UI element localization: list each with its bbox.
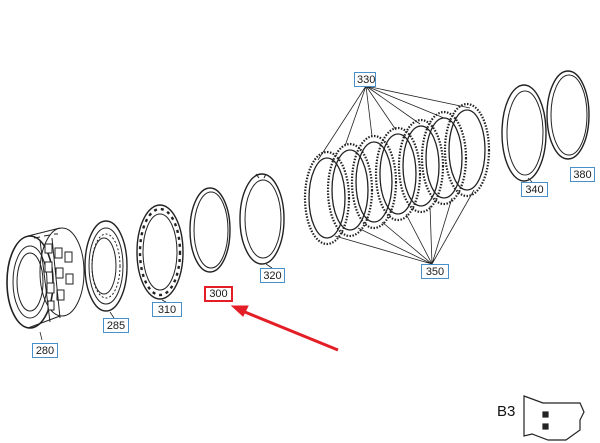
callout-300[interactable]: 300	[204, 286, 233, 302]
leader-lines-350	[334, 189, 475, 265]
callout-340[interactable]: 340	[521, 182, 548, 197]
part-300-snap-ring[interactable]	[189, 187, 231, 273]
callout-350[interactable]: 350	[421, 264, 449, 279]
part-330-350-clutch-pack[interactable]	[303, 102, 491, 246]
callout-285[interactable]: 285	[103, 318, 129, 333]
leader-lines-330	[317, 85, 471, 161]
callout-330[interactable]: 330	[354, 72, 376, 87]
callout-320[interactable]: 320	[260, 268, 285, 283]
callout-310[interactable]: 310	[152, 302, 182, 317]
part-280-clutch-drum[interactable]	[6, 227, 85, 329]
part-340-ring[interactable]	[501, 84, 547, 182]
callout-380[interactable]: 380	[570, 167, 595, 182]
part-285-friction-ring[interactable]	[84, 220, 128, 312]
highlight-arrow	[230, 305, 339, 352]
part-320-pressure-plate[interactable]	[239, 173, 285, 265]
callout-280[interactable]: 280	[32, 343, 58, 358]
part-380-snap-ring[interactable]	[546, 70, 590, 160]
part-310-cage-ring[interactable]	[136, 204, 184, 300]
transmission-housing-icon	[523, 395, 585, 441]
callout-leaders	[39, 177, 533, 341]
sheet-label: B3	[497, 403, 516, 420]
